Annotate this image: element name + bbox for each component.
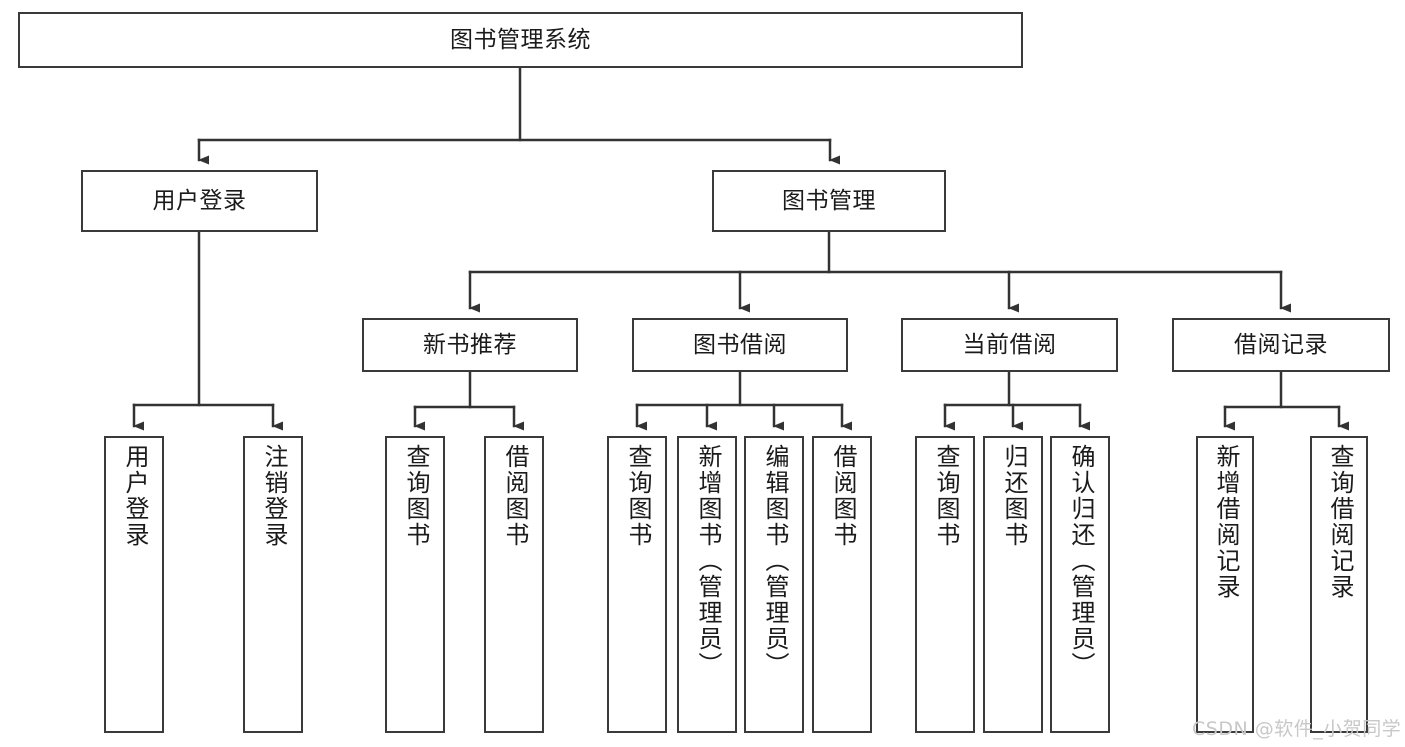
node-current-borrow-label: 当前借阅: [962, 331, 1057, 358]
node-leaf-query-book-3[interactable]: 查询图书: [915, 436, 975, 733]
node-leaf-query-record[interactable]: 查询借阅记录: [1310, 436, 1368, 733]
node-root[interactable]: 图书管理系统: [18, 12, 1023, 68]
node-new-book-recommend-label: 新书推荐: [423, 331, 517, 358]
node-borrow-record-label: 借阅记录: [1234, 331, 1328, 358]
node-book-manage-label: 图书管理: [782, 187, 876, 214]
node-user-login-label: 用户登录: [152, 187, 247, 214]
node-leaf-user-login[interactable]: 用户登录: [104, 436, 164, 733]
node-leaf-logout-label: 注销登录: [259, 444, 288, 548]
node-leaf-query-book-1[interactable]: 查询图书: [385, 436, 445, 733]
node-leaf-query-book-1-label: 查询图书: [401, 444, 430, 548]
node-leaf-add-record[interactable]: 新增借阅记录: [1196, 436, 1254, 733]
node-book-manage[interactable]: 图书管理: [712, 170, 946, 232]
node-leaf-logout[interactable]: 注销登录: [243, 436, 303, 733]
node-leaf-return-book-label: 归还图书: [999, 444, 1028, 548]
node-leaf-query-book-2[interactable]: 查询图书: [607, 436, 667, 733]
node-leaf-query-book-3-label: 查询图书: [931, 444, 960, 548]
node-leaf-query-book-2-label: 查询图书: [623, 444, 652, 548]
node-leaf-user-login-label: 用户登录: [120, 444, 149, 548]
node-user-login[interactable]: 用户登录: [81, 170, 318, 232]
node-leaf-confirm-return-label: 确认归还（管理员）: [1066, 444, 1095, 678]
node-leaf-query-record-label: 查询借阅记录: [1325, 444, 1354, 600]
node-leaf-add-book[interactable]: 新增图书（管理员）: [677, 436, 737, 733]
node-borrow-record[interactable]: 借阅记录: [1172, 318, 1390, 372]
node-leaf-add-record-label: 新增借阅记录: [1211, 444, 1240, 600]
node-book-borrow-label: 图书借阅: [693, 331, 787, 358]
node-leaf-borrow-book-2-label: 借阅图书: [828, 444, 857, 548]
node-book-borrow[interactable]: 图书借阅: [632, 318, 848, 372]
node-leaf-borrow-book-2[interactable]: 借阅图书: [812, 436, 872, 733]
node-leaf-borrow-book-1[interactable]: 借阅图书: [484, 436, 544, 733]
node-leaf-edit-book-label: 编辑图书（管理员）: [760, 444, 789, 678]
node-leaf-edit-book[interactable]: 编辑图书（管理员）: [744, 436, 804, 733]
node-leaf-borrow-book-1-label: 借阅图书: [500, 444, 529, 548]
node-current-borrow[interactable]: 当前借阅: [901, 318, 1118, 372]
node-leaf-confirm-return[interactable]: 确认归还（管理员）: [1050, 436, 1110, 733]
node-leaf-add-book-label: 新增图书（管理员）: [693, 444, 722, 678]
node-leaf-return-book[interactable]: 归还图书: [983, 436, 1043, 733]
node-root-label: 图书管理系统: [450, 26, 591, 53]
node-new-book-recommend[interactable]: 新书推荐: [362, 318, 578, 372]
